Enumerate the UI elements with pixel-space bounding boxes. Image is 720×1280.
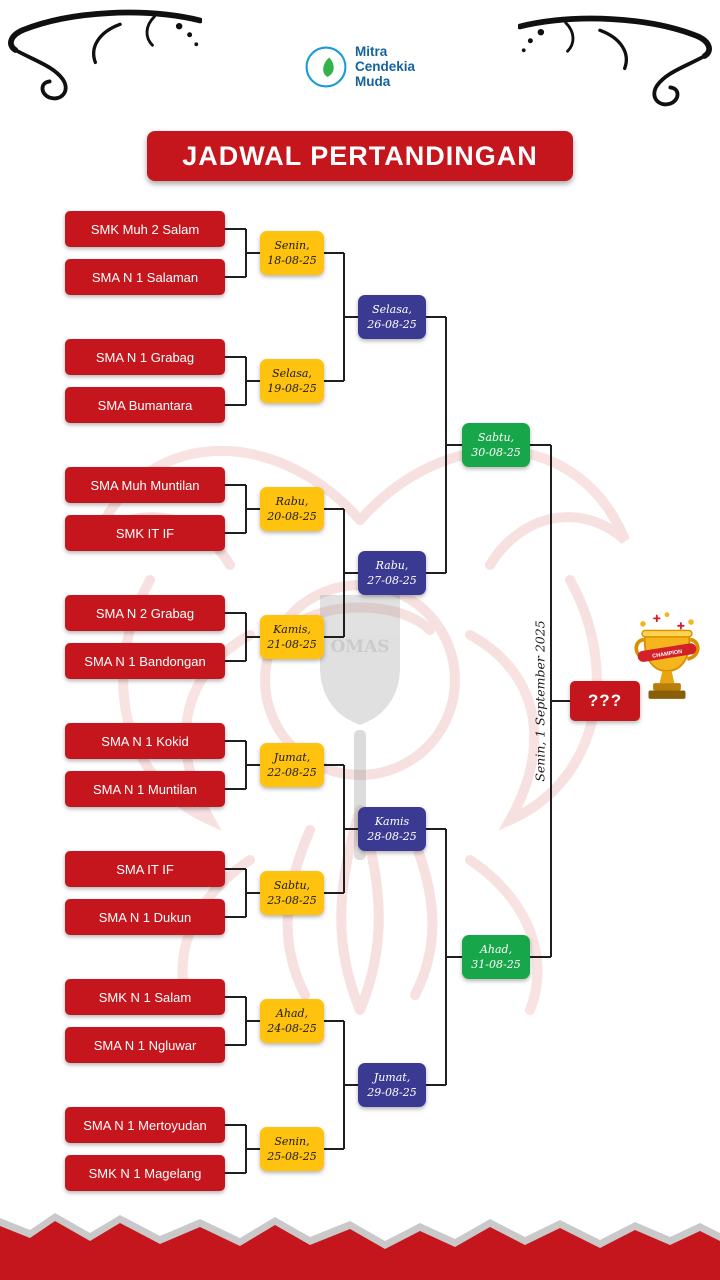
watermark-text: OMAS — [330, 637, 389, 657]
match-date: 23-08-25 — [267, 894, 317, 907]
match-day: Kamis, — [273, 622, 311, 636]
team-box: SMA N 1 Kokid — [65, 723, 225, 759]
semifinal-date-tag: Sabtu, 30-08-25 — [462, 423, 530, 467]
team-box: SMA N 1 Salaman — [65, 259, 225, 295]
match-date: 21-08-25 — [267, 638, 317, 651]
team-box: SMA N 1 Grabag — [65, 339, 225, 375]
match-day: Selasa, — [272, 366, 312, 380]
round1-date-tag: Rabu, 20-08-25 — [260, 487, 324, 531]
team-box: SMK N 1 Magelang — [65, 1155, 225, 1191]
match-date: 20-08-25 — [267, 510, 317, 523]
match-day: Kamis — [374, 814, 410, 828]
match-date: 28-08-25 — [367, 830, 417, 843]
team-box: SMA N 1 Mertoyudan — [65, 1107, 225, 1143]
brand-line-1: Mitra — [354, 44, 388, 59]
match-day: Selasa, — [372, 302, 412, 316]
round1-date-tag: Sabtu, 23-08-25 — [260, 871, 324, 915]
match-date: 26-08-25 — [367, 318, 417, 331]
trophy-icon: CHAMPION — [634, 612, 700, 699]
match-day: Rabu, — [275, 494, 309, 508]
semifinal-date-tag: Ahad, 31-08-25 — [462, 935, 530, 979]
quarterfinal-date-tag: Selasa, 26-08-25 — [358, 295, 426, 339]
match-day: Jumat, — [273, 750, 311, 764]
match-date: 29-08-25 — [367, 1086, 417, 1099]
round1-date-tag: Senin, 18-08-25 — [260, 231, 324, 275]
final-date-label: Senin, 1 September 2025 — [532, 620, 548, 782]
match-date: 22-08-25 — [267, 766, 317, 779]
team-box: SMA IT IF — [65, 851, 225, 887]
match-date: 25-08-25 — [267, 1150, 317, 1163]
torn-paper-edge — [0, 1213, 720, 1280]
quarterfinal-date-tag: Jumat, 29-08-25 — [358, 1063, 426, 1107]
round1-date-tag: Kamis, 21-08-25 — [260, 615, 324, 659]
match-day: Ahad, — [275, 1006, 309, 1020]
brand-line-2: Cendekia — [354, 59, 416, 75]
round1-date-tag: Ahad, 24-08-25 — [260, 999, 324, 1043]
team-box: SMK IT IF — [65, 515, 225, 551]
match-date: 30-08-25 — [471, 446, 521, 459]
match-day: Rabu, — [375, 558, 409, 572]
brand-line-3: Muda — [354, 74, 391, 90]
team-box: SMK N 1 Salam — [65, 979, 225, 1015]
quarterfinal-date-tag: Kamis 28-08-25 — [358, 807, 426, 851]
match-day: Jumat, — [373, 1070, 411, 1084]
round1-date-tag: Jumat, 22-08-25 — [260, 743, 324, 787]
team-box: SMA Bumantara — [65, 387, 225, 423]
team-box: SMA N 1 Dukun — [65, 899, 225, 935]
match-day: Senin, — [274, 1134, 310, 1148]
quarterfinal-date-tag: Rabu, 27-08-25 — [358, 551, 426, 595]
team-box: SMA Muh Muntilan — [65, 467, 225, 503]
team-box: SMK Muh 2 Salam — [65, 211, 225, 247]
round1-date-tag: Senin, 25-08-25 — [260, 1127, 324, 1171]
team-box: SMA N 1 Muntilan — [65, 771, 225, 807]
brand-name: Mitra Cendekia Muda — [355, 44, 415, 89]
match-date: 24-08-25 — [267, 1022, 317, 1035]
brand-logo: Mitra Cendekia Muda — [0, 44, 720, 89]
round1-date-tag: Selasa, 19-08-25 — [260, 359, 324, 403]
match-date: 19-08-25 — [267, 382, 317, 395]
match-date: 18-08-25 — [267, 254, 317, 267]
match-date: 27-08-25 — [367, 574, 417, 587]
team-box: SMA N 1 Ngluwar — [65, 1027, 225, 1063]
match-day: Sabtu, — [273, 878, 311, 892]
match-day: Sabtu, — [477, 430, 515, 444]
flourish-right-icon — [518, 15, 712, 107]
trophy-banner-text: CHAMPION — [652, 649, 683, 660]
page-title: JADWAL PERTANDINGAN — [147, 131, 573, 181]
team-box: SMA N 1 Bandongan — [65, 643, 225, 679]
match-day: Ahad, — [479, 942, 513, 956]
team-box: SMA N 2 Grabag — [65, 595, 225, 631]
flourish-left-icon — [8, 9, 202, 101]
final-winner-box: ??? — [570, 681, 640, 721]
brand-logo-icon — [305, 46, 347, 88]
match-day: Senin, — [274, 238, 310, 252]
match-date: 31-08-25 — [471, 958, 521, 971]
